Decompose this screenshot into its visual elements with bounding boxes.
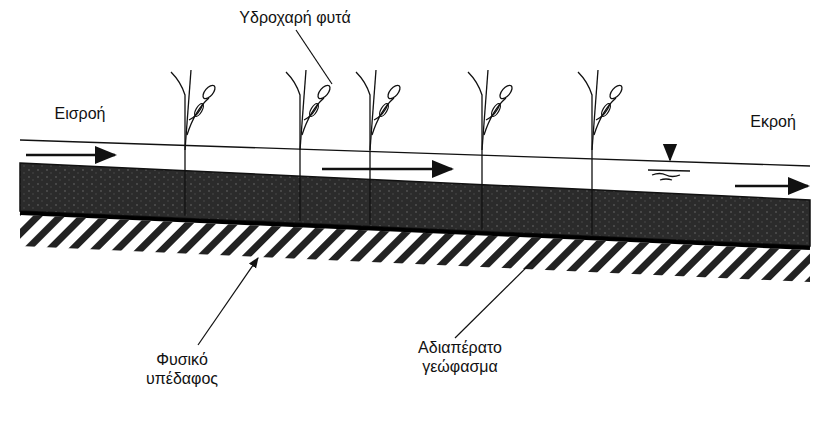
part-label: Υδροχαρή φυτά (215, 8, 375, 27)
geomembrane (20, 213, 810, 248)
flow-arrow (322, 168, 452, 171)
aquatic-plant (578, 70, 624, 235)
part-label: Φυσικό υπέδαφος (122, 350, 242, 388)
flow-arrow (26, 154, 115, 157)
water-level-symbol (669, 146, 671, 160)
leader-line (455, 249, 545, 338)
aquatic-plant (468, 70, 514, 230)
leader-line (198, 258, 258, 345)
aquatic-plant (286, 70, 332, 221)
aquatic-plant (171, 70, 217, 216)
part-label: Αδιαπέρατο γεώφασμα (385, 338, 535, 376)
water-level-symbol (648, 170, 690, 180)
flow-arrow (735, 185, 808, 188)
part-label: Εισροή (35, 104, 125, 123)
water-surface (20, 140, 810, 166)
part-label: Εκροή (738, 112, 808, 131)
gravel-bed (20, 163, 810, 246)
leader-line (296, 30, 332, 84)
aquatic-plant (356, 70, 402, 224)
